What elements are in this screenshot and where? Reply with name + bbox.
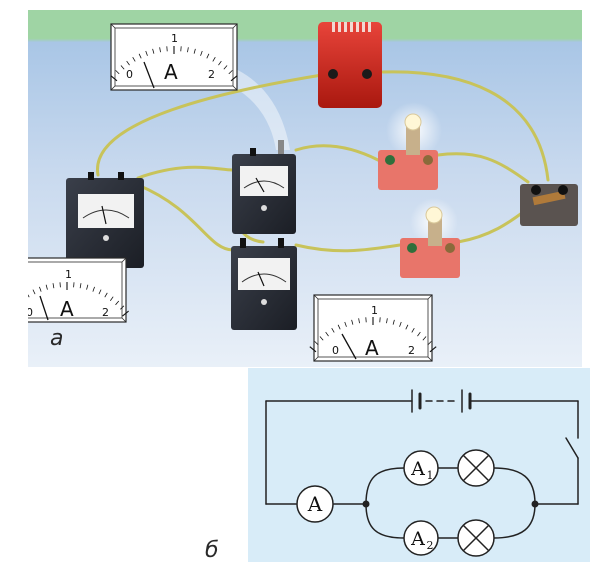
dial-left-tick-2: 2	[102, 306, 109, 319]
lamp-1-symbol	[458, 450, 494, 486]
circuit-schematic: A A 1 A 2	[248, 368, 590, 562]
ammeter-2-subscript: 2	[427, 539, 434, 552]
ammeter-2-symbol: A 2	[404, 521, 438, 555]
dial-bottom-tick-0: 0	[332, 344, 339, 357]
node-left	[363, 501, 370, 508]
lamp-2-symbol	[458, 520, 494, 556]
dial-bottom-tick-1: 1	[371, 304, 378, 317]
caption-a: а	[50, 326, 63, 351]
ammeter-bottom-device	[231, 238, 297, 330]
dial-left-tick-1: 1	[65, 268, 72, 281]
node-right	[532, 501, 539, 508]
dial-bottom: 0 1 2 A	[310, 295, 436, 361]
ammeter-1-subscript: 1	[427, 469, 434, 482]
dial-bottom-tick-2: 2	[408, 344, 415, 357]
ammeter-left-device	[66, 172, 144, 268]
dial-top-tick-1: 1	[171, 32, 178, 45]
dial-left-unit: A	[60, 297, 74, 321]
dial-top-tick-0: 0	[126, 68, 133, 81]
ammeter-1-symbol: A 1	[404, 451, 438, 485]
switch	[520, 184, 578, 226]
dial-left-tick-0: 0	[28, 306, 33, 319]
battery	[318, 22, 382, 108]
ammeter-main-label: A	[307, 492, 323, 516]
ammeter-2-label: A	[410, 528, 425, 550]
dial-top-tick-2: 2	[208, 68, 215, 81]
dial-left: 0 1 2 A	[28, 258, 129, 322]
ammeter-top-device	[232, 140, 296, 234]
ammeter-main-symbol: A	[297, 486, 333, 522]
dial-top-unit: A	[164, 60, 178, 84]
caption-b: б	[205, 538, 219, 563]
dial-bottom-unit: A	[365, 336, 379, 360]
circuit-photo: 0 1 2 A 0 1 2 A 0 1 2 A	[28, 10, 582, 367]
ammeter-1-label: A	[410, 458, 425, 480]
dial-top: 0 1 2 A	[111, 24, 237, 90]
